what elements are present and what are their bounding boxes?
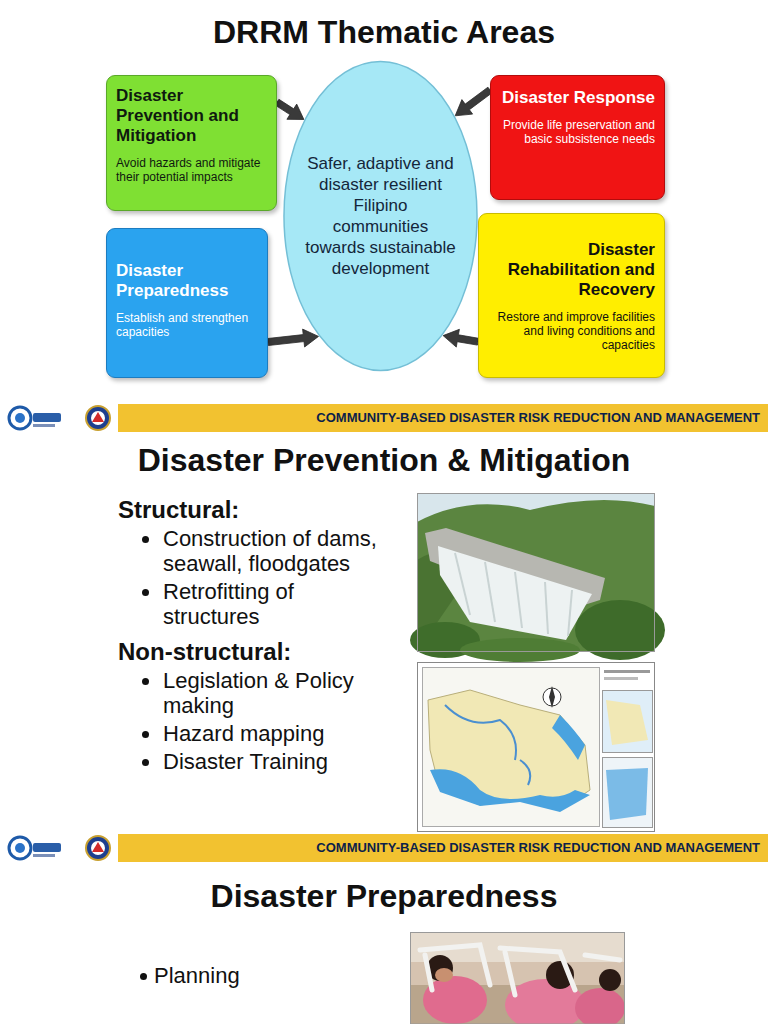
bullet-text: Construction of dams, seawall, floodgate… — [163, 526, 388, 576]
bullet-item: Planning — [137, 962, 240, 989]
thematic-box: Disaster Rehabilitation and RecoveryRest… — [478, 213, 665, 378]
bullet-text: Disaster Training — [163, 749, 388, 774]
section-heading: Non-structural: — [118, 637, 408, 666]
bullet-item: Hazard mapping — [118, 721, 408, 746]
dam-photo — [410, 493, 665, 662]
box-body: Provide life preservation and basic subs… — [500, 118, 655, 146]
bullet-list: Structural:Construction of dams, seawall… — [118, 495, 408, 777]
box-content: Disaster PreparednessEstablish and stren… — [116, 261, 258, 339]
ellipse-outline — [283, 60, 478, 372]
flow-arrow — [275, 99, 304, 119]
section-heading: Structural: — [118, 495, 408, 524]
thematic-box: Disaster Prevention and MitigationAvoid … — [106, 75, 277, 211]
footer-band — [0, 834, 768, 862]
box-heading: Disaster Preparedness — [116, 261, 258, 301]
box-heading: Disaster Rehabilitation and Recovery — [488, 240, 655, 300]
bullet-text: Planning — [154, 962, 240, 989]
flow-arrow — [455, 87, 492, 116]
ellipse-text: Safer, adaptive and disaster resilient F… — [305, 153, 457, 279]
bullet-dot — [142, 731, 149, 738]
bullet-dot — [142, 536, 149, 543]
bullet-item: Construction of dams, seawall, floodgate… — [118, 526, 408, 576]
slide-title: DRRM Thematic Areas — [0, 12, 768, 52]
bullet-text: Retrofitting of structures — [163, 579, 388, 629]
bullet-dot — [140, 973, 147, 980]
flow-arrow — [268, 329, 319, 347]
ellipse-shape — [284, 62, 477, 371]
bullet-text: Hazard mapping — [163, 721, 388, 746]
footer-text: COMMUNITY-BASED DISASTER RISK REDUCTION … — [124, 834, 760, 862]
footer-text: COMMUNITY-BASED DISASTER RISK REDUCTION … — [124, 404, 760, 432]
thematic-box: Disaster ResponseProvide life preservati… — [490, 75, 665, 200]
box-body: Establish and strengthen capacities — [116, 311, 258, 339]
box-content: Disaster Rehabilitation and RecoveryRest… — [488, 240, 655, 352]
footer-band — [0, 404, 768, 432]
bullet-dot — [142, 678, 149, 685]
box-heading: Disaster Response — [500, 88, 655, 108]
drill-photo — [410, 932, 625, 1024]
thematic-box: Disaster PreparednessEstablish and stren… — [106, 228, 268, 378]
box-body: Avoid hazards and mitigate their potenti… — [116, 156, 267, 184]
goal-text: Safer, adaptive and disaster resilient F… — [305, 153, 457, 279]
box-content: Disaster ResponseProvide life preservati… — [500, 88, 655, 146]
bullet-dot — [142, 589, 149, 596]
goal-ellipse: Safer, adaptive and disaster resilient F… — [283, 60, 478, 372]
hazard-map — [418, 663, 655, 832]
slide-title: Disaster Prevention & Mitigation — [0, 440, 768, 480]
bullet-item: Disaster Training — [118, 749, 408, 774]
box-body: Restore and improve facilities and livin… — [488, 310, 655, 352]
box-heading: Disaster Prevention and Mitigation — [116, 86, 267, 146]
box-content: Disaster Prevention and MitigationAvoid … — [116, 86, 267, 184]
bullet-dot — [142, 759, 149, 766]
bullet-item: Retrofitting of structures — [118, 579, 408, 629]
bullet-text: Legislation & Policy making — [163, 668, 388, 718]
flow-arrow — [443, 329, 479, 347]
slide-title: Disaster Preparedness — [0, 876, 768, 916]
bullet-item: Legislation & Policy making — [118, 668, 408, 718]
